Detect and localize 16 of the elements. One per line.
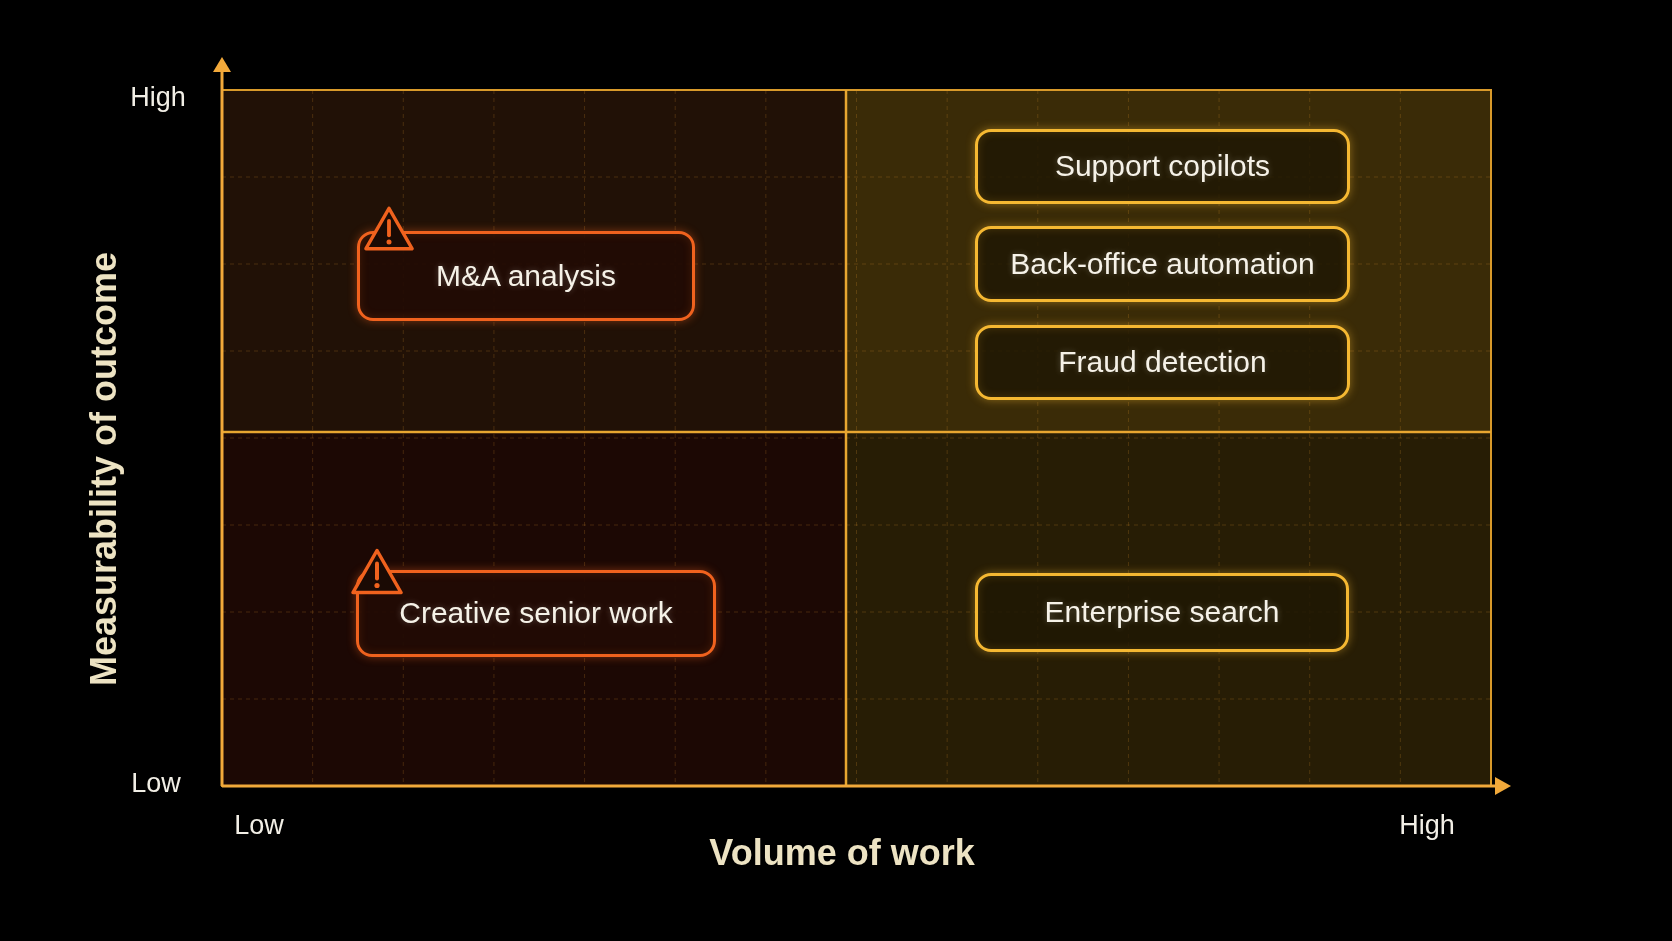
item-label: Enterprise search xyxy=(1044,595,1280,630)
item-label: Creative senior work xyxy=(399,596,673,631)
axis-tick-label: Low xyxy=(131,769,181,799)
item-label: Back-office automation xyxy=(1010,246,1315,282)
axis-tick-label: High xyxy=(1399,811,1455,841)
item-label: M&A analysis xyxy=(435,258,617,294)
item-label: Support copilots xyxy=(1054,149,1271,184)
axis-title: Volume of work xyxy=(709,833,975,873)
item-label: Fraud detection xyxy=(1058,345,1267,380)
rounded-box xyxy=(975,129,1350,204)
rounded-box xyxy=(975,325,1350,400)
axis-tick-label: Low xyxy=(234,811,284,841)
rounded-box xyxy=(975,226,1350,302)
rounded-box xyxy=(975,573,1349,652)
axis-title: Measurability of outcome xyxy=(84,251,124,687)
axis-tick-label: High xyxy=(130,83,186,113)
